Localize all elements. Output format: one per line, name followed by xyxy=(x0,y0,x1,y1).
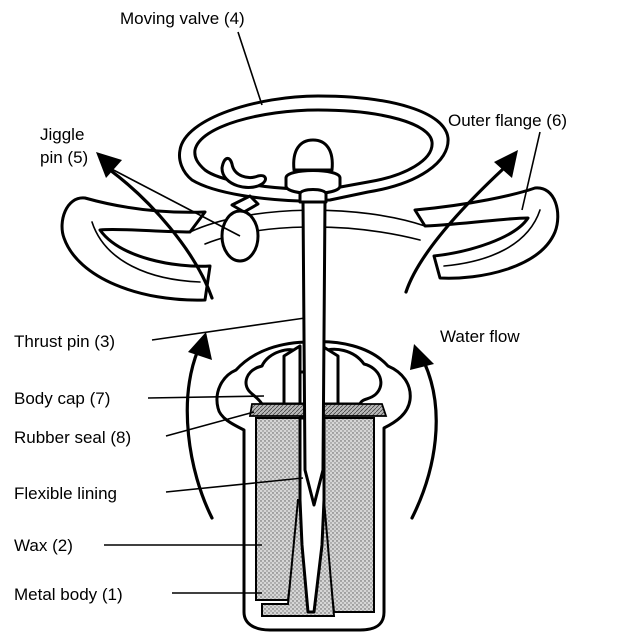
label-wax: Wax (2) xyxy=(14,536,73,555)
label-metal-body: Metal body (1) xyxy=(14,585,123,604)
label-thrust-pin: Thrust pin (3) xyxy=(14,332,115,351)
label-flexible-lining: Flexible lining xyxy=(14,484,117,503)
leader-thrust-pin xyxy=(152,318,305,340)
label-rubber-seal: Rubber seal (8) xyxy=(14,428,131,447)
label-water-flow: Water flow xyxy=(440,327,520,346)
jiggle-pin xyxy=(222,196,258,261)
leader-moving-valve xyxy=(238,32,262,105)
label-jiggle-pin-line1: Jiggle xyxy=(40,125,84,144)
label-moving-valve: Moving valve (4) xyxy=(120,9,245,28)
label-body-cap: Body cap (7) xyxy=(14,389,110,408)
label-jiggle-pin-line2: pin (5) xyxy=(40,148,88,167)
label-outer-flange: Outer flange (6) xyxy=(448,111,567,130)
